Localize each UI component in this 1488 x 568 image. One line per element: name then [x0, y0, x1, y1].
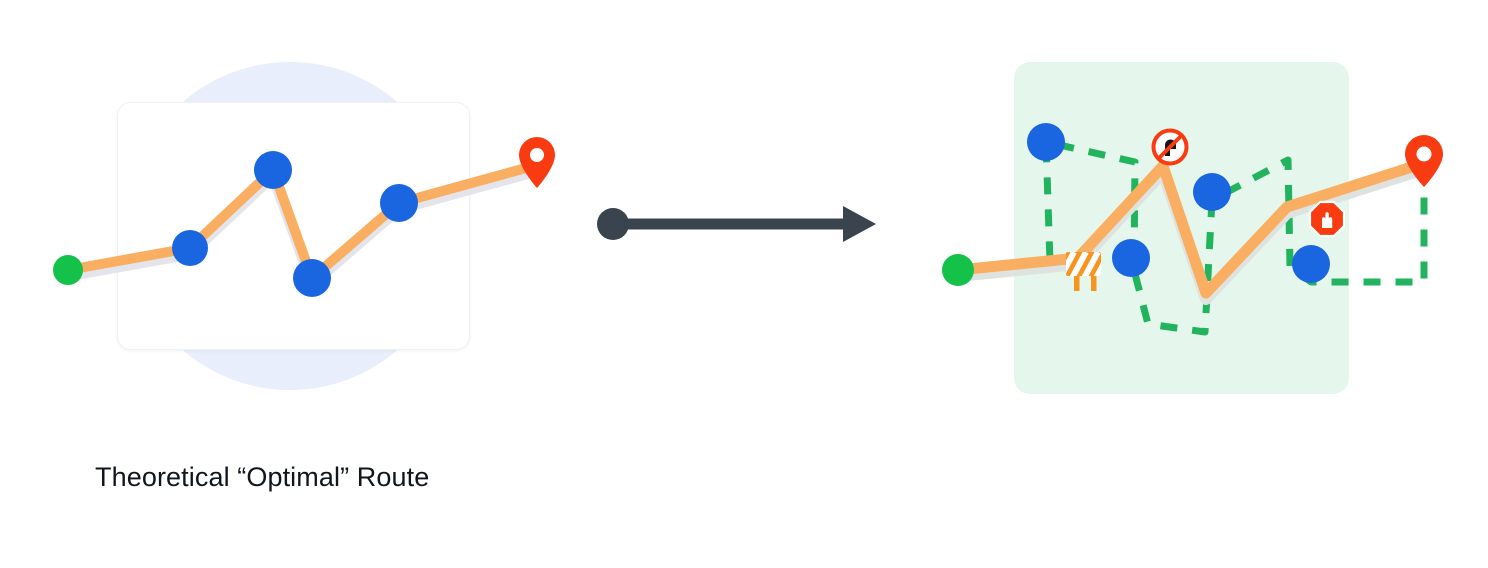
start-point: [53, 255, 83, 285]
stop-point: [293, 259, 331, 297]
theoretical-route-panel: Theoretical “Optimal” Route: [0, 0, 600, 568]
construction-barricade-icon: [1066, 252, 1101, 291]
stop-point: [1193, 173, 1231, 211]
destination-pin-icon: [1405, 135, 1443, 187]
stop-point: [1112, 239, 1150, 277]
stop-point: [1027, 123, 1065, 161]
stop-point: [380, 184, 418, 222]
start-point: [942, 254, 974, 286]
transition-arrow-icon: [597, 206, 876, 242]
left-caption: Theoretical “Optimal” Route: [95, 462, 430, 492]
real-world-route-graphic: [942, 123, 1443, 336]
destination-pin-icon: [519, 137, 555, 188]
real-world-route-panel: Real World Optimal Route: [900, 0, 1488, 568]
stop-point: [1292, 245, 1330, 283]
stop-point: [254, 151, 292, 189]
no-turn-sign-icon: [1151, 128, 1189, 166]
stop-hand-sign-icon: [1308, 200, 1346, 238]
theoretical-route-graphic: [53, 137, 555, 297]
route-line: [952, 157, 1430, 299]
stop-point: [172, 230, 208, 266]
route-line: [63, 160, 542, 283]
